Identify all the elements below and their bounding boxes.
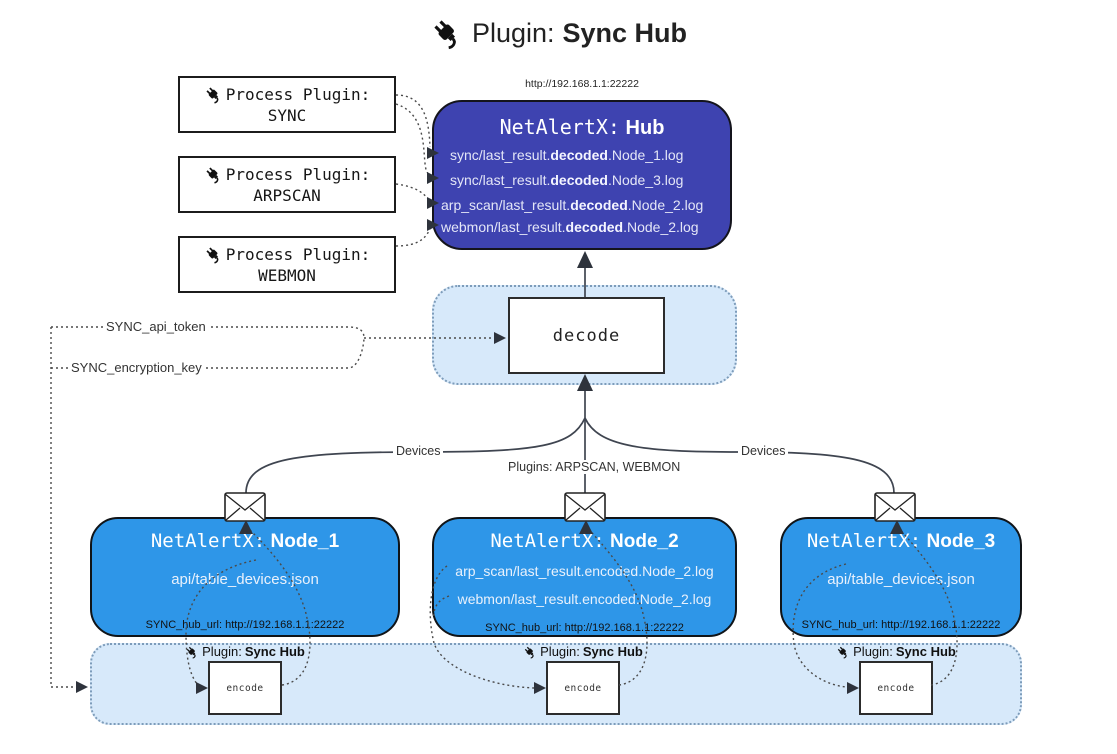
node-hub-url: SYNC_hub_url: http://192.168.1.1:22222	[801, 619, 1001, 631]
hub-title-name: Hub	[625, 117, 665, 139]
plug-icon	[434, 20, 456, 50]
encode-box: encode	[208, 661, 282, 715]
plug-icon	[206, 166, 219, 184]
hub-log-line: arp_scan/last_result.decoded.Node_2.log	[441, 197, 704, 213]
node-title: NetAlertX: Node_1	[150, 530, 340, 552]
plug-icon	[524, 646, 534, 659]
title-prefix: Plugin:	[471, 17, 555, 48]
process-plugin-name: SYNC	[267, 105, 307, 125]
band-plugin-label: Plugin:Sync Hub	[816, 644, 976, 659]
node-file: api/table_devices.json	[171, 571, 319, 588]
node-hub-url: SYNC_hub_url: http://192.168.1.1:22222	[485, 622, 684, 634]
process-plugin-box-sync: Process Plugin: SYNC	[178, 76, 396, 133]
process-plugin-label: Process Plugin:	[225, 84, 371, 104]
node-3-box: NetAlertX: Node_3 api/table_devices.json…	[780, 517, 1022, 637]
devices-edge-label-right: Devices	[738, 444, 789, 458]
hub-log-line: sync/last_result.decoded.Node_1.log	[450, 147, 684, 163]
hub-log-line: webmon/last_result.decoded.Node_2.log	[441, 219, 699, 235]
title-name: Sync Hub	[562, 17, 688, 48]
node-2-box: NetAlertX: Node_2 arp_scan/last_result.e…	[432, 517, 737, 637]
node-hub-url: SYNC_hub_url: http://192.168.1.1:22222	[145, 619, 345, 631]
plug-icon	[186, 646, 196, 659]
hub-url-label: http://192.168.1.1:22222	[525, 78, 639, 90]
page-title: Plugin: Sync Hub	[0, 16, 1117, 50]
node-title: NetAlertX: Node_3	[806, 530, 996, 552]
process-plugin-box-arpscan: Process Plugin: ARPSCAN	[178, 156, 396, 213]
band-plugin-label: Plugin:Sync Hub	[503, 644, 663, 659]
process-plugin-box-webmon: Process Plugin: WEBMON	[178, 236, 396, 293]
sync-api-token-label: SYNC_api_token	[103, 319, 209, 334]
node-file: arp_scan/last_result.encoded.Node_2.log	[455, 563, 714, 579]
process-plugin-label: Process Plugin:	[225, 164, 371, 184]
band-plugin-label: Plugin:Sync Hub	[165, 644, 325, 659]
encode-box: encode	[546, 661, 620, 715]
encode-box: encode	[859, 661, 933, 715]
node-file: webmon/last_result.encoded.Node_2.log	[457, 591, 712, 607]
plug-icon	[206, 86, 219, 104]
node-file: api/table_devices.json	[827, 571, 975, 588]
process-plugin-name: WEBMON	[258, 265, 316, 285]
plugins-edge-label: Plugins: ARPSCAN, WEBMON	[505, 460, 684, 474]
process-plugin-label: Process Plugin:	[225, 244, 371, 264]
hub-log-line: sync/last_result.decoded.Node_3.log	[450, 172, 684, 188]
decode-box: decode	[508, 297, 665, 374]
hub-title: NetAlertX: Hub	[434, 115, 730, 140]
hub-box: NetAlertX: Hub sync/last_result.decoded.…	[432, 100, 732, 250]
plug-icon	[206, 246, 219, 264]
node-title: NetAlertX: Node_2	[490, 530, 679, 552]
node-1-box: NetAlertX: Node_1 api/table_devices.json…	[90, 517, 400, 637]
hub-title-prefix: NetAlertX:	[499, 115, 620, 139]
plug-icon	[837, 646, 847, 659]
devices-edge-label-left: Devices	[393, 444, 444, 458]
process-plugin-name: ARPSCAN	[253, 185, 321, 205]
sync-encryption-key-label: SYNC_encryption_key	[68, 360, 205, 375]
